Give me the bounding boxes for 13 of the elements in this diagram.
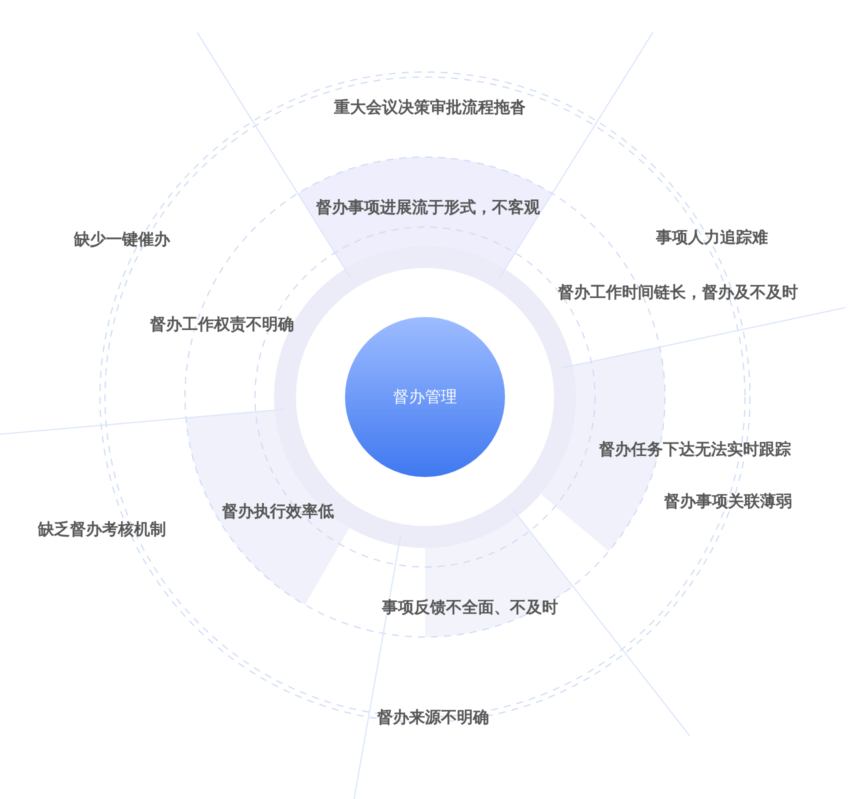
issue-label: 缺乏督办考核机制	[38, 520, 166, 540]
issue-label: 督办事项关联薄弱	[664, 492, 792, 512]
issue-label: 事项人力追踪难	[656, 228, 768, 248]
issue-label: 重大会议决策审批流程拖沓	[334, 98, 526, 118]
issue-label: 督办工作权责不明确	[150, 314, 294, 336]
issue-label: 督办工作时间链长，督办及不及时	[558, 282, 798, 304]
issue-label: 事项反馈不全面、不及时	[382, 598, 558, 618]
issue-label: 督办任务下达无法实时跟踪	[599, 440, 791, 460]
issue-label: 缺少一键催办	[74, 230, 170, 250]
issue-label: 督办事项进展流于形式，不客观	[316, 198, 540, 218]
center-title: 督办管理	[393, 386, 457, 408]
issue-label: 督办执行效率低	[222, 502, 334, 522]
issue-label: 督办来源不明确	[377, 708, 489, 728]
